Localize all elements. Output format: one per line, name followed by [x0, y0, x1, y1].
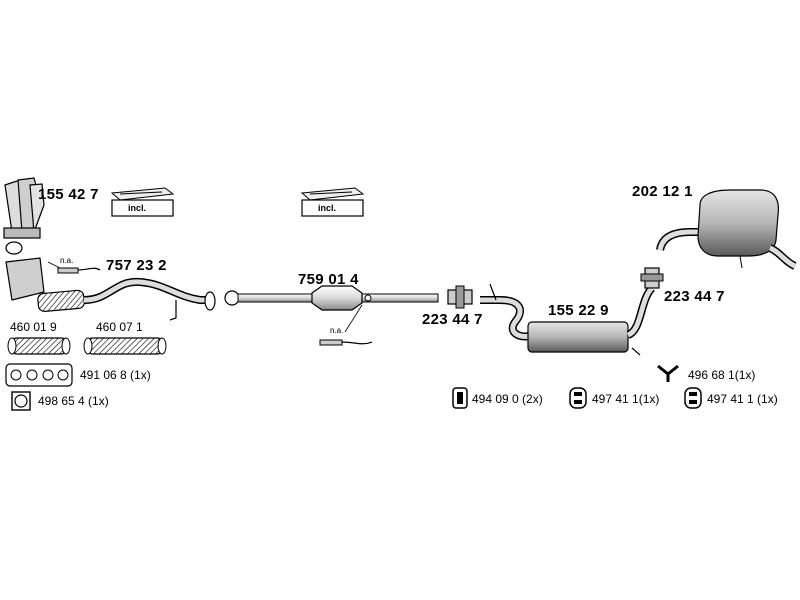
- rubber-mount-icon[interactable]: [684, 387, 702, 409]
- rubber-c-label: 497 41 1 (1x): [707, 392, 778, 406]
- rubber-mount-icon[interactable]: [569, 387, 587, 409]
- gasket-square-label: 498 65 4 (1x): [38, 394, 109, 408]
- silencer-icon[interactable]: [480, 283, 656, 356]
- catalytic-converter-icon[interactable]: [224, 285, 439, 311]
- manifold-icon[interactable]: [3, 177, 45, 255]
- clamp-icon[interactable]: [447, 285, 473, 309]
- clamp-icon[interactable]: [640, 267, 664, 289]
- rubber-a-label: 494 09 0 (2x): [472, 392, 543, 406]
- gasket-manifold-label: 491 06 8 (1x): [80, 368, 151, 382]
- part-front-pipe-label: 757 23 2: [106, 257, 167, 274]
- part-rear-silencer-label: 202 12 1: [632, 183, 693, 200]
- sensor-label-mid: n.a.: [330, 326, 344, 335]
- kit-label-left: incl.: [128, 203, 147, 213]
- gasket-icon[interactable]: [7, 337, 71, 355]
- gasket-icon[interactable]: [5, 363, 73, 387]
- rubber-mount-icon[interactable]: [452, 387, 468, 409]
- silencer-icon[interactable]: [656, 189, 797, 270]
- gasket-a-label: 460 01 9: [10, 320, 57, 334]
- front-pipe-icon[interactable]: [5, 257, 216, 321]
- kit-box-icon: [110, 187, 175, 217]
- lambda-sensor-icon: [319, 304, 373, 346]
- rubber-b-label: 497 41 1(1x): [592, 392, 660, 406]
- hanger-icon[interactable]: [657, 364, 679, 382]
- part-manifold-label: 155 42 7: [38, 186, 99, 203]
- gasket-b-label: 460 07 1: [96, 320, 143, 334]
- gasket-icon[interactable]: [83, 337, 167, 355]
- part-catalyst-label: 759 01 4: [298, 271, 359, 288]
- kit-label-right: incl.: [318, 203, 337, 213]
- gasket-icon[interactable]: [11, 391, 31, 411]
- sensor-label-front: n.a.: [60, 256, 74, 265]
- part-clamp-mid-label: 223 44 7: [422, 311, 483, 328]
- part-middle-silencer-label: 155 22 9: [548, 302, 609, 319]
- lambda-sensor-icon: [47, 261, 101, 274]
- kit-box-icon: [300, 187, 365, 217]
- hanger-y-label: 496 68 1(1x): [688, 368, 756, 382]
- part-clamp-rear-label: 223 44 7: [664, 288, 725, 305]
